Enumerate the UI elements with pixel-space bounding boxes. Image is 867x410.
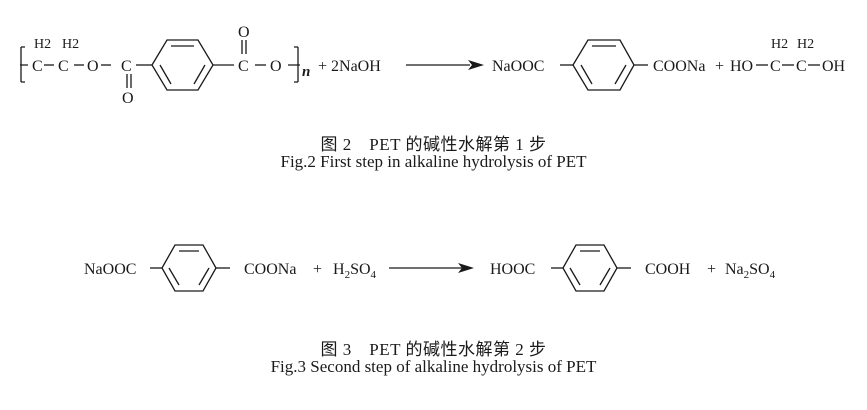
byproduct-na2so4: Na2SO4 <box>725 261 776 281</box>
atom-c: C <box>58 58 69 75</box>
h2-label: H2 <box>34 37 51 52</box>
figure-2-caption-en: Fig.2 First step in alkaline hydrolysis … <box>280 152 587 171</box>
atom-o: O <box>238 24 250 41</box>
reagent-naoh: + 2NaOH <box>318 58 381 75</box>
polymer-bracket-left <box>20 46 28 83</box>
arrowhead-2 <box>458 263 474 273</box>
subscript-n: n <box>302 64 310 80</box>
figure-2-caption-cn: 图 2 PET 的碱性水解第 1 步 <box>320 135 547 154</box>
polymer-bracket-right <box>288 46 300 83</box>
figure-3-caption-en: Fig.3 Second step of alkaline hydrolysis… <box>270 357 597 376</box>
benzene-ring-1 <box>151 39 214 91</box>
benzene-ring-3 <box>161 244 217 292</box>
atom-c: C <box>121 58 132 75</box>
atom-o: O <box>87 58 99 75</box>
reactant-naooc: NaOOC <box>84 261 136 278</box>
figure-3-caption-cn: 图 3 PET 的碱性水解第 2 步 <box>320 340 547 359</box>
reagent-h2so4: H2SO4 <box>333 261 377 281</box>
h2-label: H2 <box>797 37 814 52</box>
h2-label: H2 <box>771 37 788 52</box>
atom-ho: HO <box>730 58 753 75</box>
atom-c: C <box>32 58 43 75</box>
benzene-ring-2 <box>572 39 635 91</box>
atom-c: C <box>238 58 249 75</box>
atom-c: C <box>796 58 807 75</box>
product-cooh: COOH <box>645 261 691 278</box>
atom-o: O <box>270 58 282 75</box>
atom-oh: OH <box>822 58 846 75</box>
reactant-coona: COONa <box>244 261 296 278</box>
plus-sign: + <box>715 58 724 75</box>
atom-c: C <box>770 58 781 75</box>
benzene-ring-4 <box>562 244 618 292</box>
atom-o: O <box>122 90 134 107</box>
product-naooc: NaOOC <box>492 58 544 75</box>
arrowhead-1 <box>468 60 484 70</box>
product-coona: COONa <box>653 58 705 75</box>
h2-label: H2 <box>62 37 79 52</box>
product-hooc: HOOC <box>490 261 535 278</box>
plus-sign: + <box>707 261 716 278</box>
plus-sign: + <box>313 261 322 278</box>
